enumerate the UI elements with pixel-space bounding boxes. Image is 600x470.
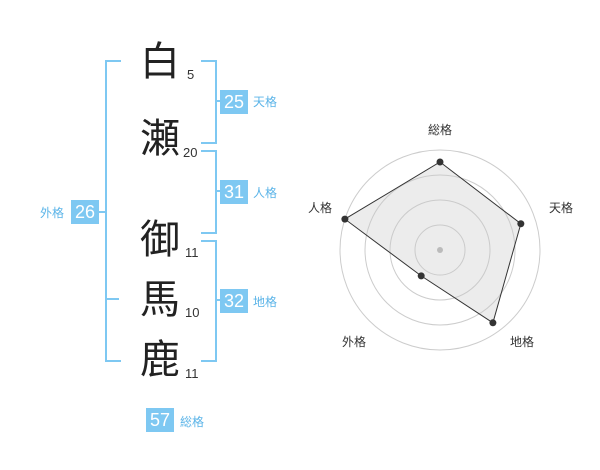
radar-ring-1 xyxy=(414,224,466,276)
gaikaku-value: 26 xyxy=(71,200,99,224)
radar-ring-2 xyxy=(389,199,491,301)
jinkaku-value: 31 xyxy=(220,180,248,204)
radar-center-dot xyxy=(437,247,443,253)
stroke-count-1: 5 xyxy=(187,67,195,82)
radar-label-soukaku: 総格 xyxy=(428,123,453,137)
radar-label-tenkaku: 天格 xyxy=(549,201,574,215)
radar-label-chikaku: 地格 xyxy=(510,335,535,349)
soukaku-label: 総格 xyxy=(180,415,205,429)
radar-point-0 xyxy=(436,158,444,166)
jinkaku-connector xyxy=(215,190,220,192)
radar-ring-3 xyxy=(364,174,516,326)
chikaku-label: 地格 xyxy=(253,295,278,309)
gaikaku-connector xyxy=(99,211,105,213)
name-char-2: 瀬 xyxy=(140,116,180,162)
radar-point-4 xyxy=(341,215,349,223)
soukaku-value: 57 xyxy=(146,408,174,432)
name-char-1: 白 xyxy=(140,39,180,85)
radar-point-3 xyxy=(417,272,425,280)
stroke-count-5: 11 xyxy=(185,366,199,381)
gaikaku-bracket-divider xyxy=(105,298,119,300)
chikaku-bracket xyxy=(201,240,217,362)
radar-label-gaikaku: 外格 xyxy=(342,335,367,349)
name-char-4: 馬 xyxy=(140,277,180,323)
radar-point-2 xyxy=(489,319,497,327)
name-char-5: 鹿 xyxy=(140,337,180,383)
radar-point-1 xyxy=(517,220,525,228)
tenkaku-label: 天格 xyxy=(253,95,278,109)
tenkaku-value: 25 xyxy=(220,90,248,114)
jinkaku-bracket xyxy=(201,150,217,234)
gaikaku-label: 外格 xyxy=(40,206,65,220)
stroke-count-3: 11 xyxy=(185,245,199,260)
stroke-count-4: 10 xyxy=(185,305,200,320)
name-char-3: 御 xyxy=(140,217,180,263)
tenkaku-bracket xyxy=(201,60,217,144)
jinkaku-label: 人格 xyxy=(253,186,278,200)
stroke-count-2: 20 xyxy=(183,145,198,160)
radar-data-polygon xyxy=(343,161,522,324)
gaikaku-bracket xyxy=(105,60,121,362)
chikaku-value: 32 xyxy=(220,289,248,313)
chikaku-connector xyxy=(215,299,220,301)
radar-label-jinkaku: 人格 xyxy=(308,201,333,215)
tenkaku-connector xyxy=(215,100,220,102)
